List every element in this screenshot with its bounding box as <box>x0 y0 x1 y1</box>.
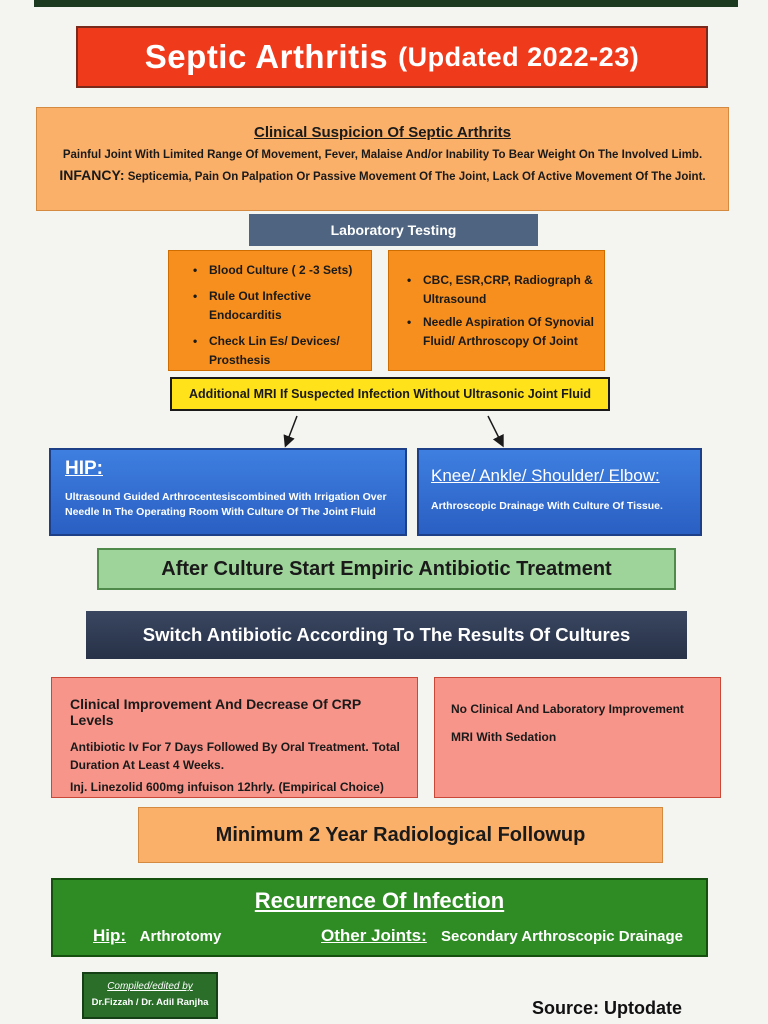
recurrence-heading: Recurrence Of Infection <box>254 888 505 913</box>
knee-text: Arthroscopic Drainage With Culture Of Ti… <box>431 500 663 512</box>
knee-heading: Knee/ Ankle/ Shoulder/ Elbow: <box>431 466 660 485</box>
lab-left-item: Blood Culture ( 2 -3 Sets) <box>193 261 365 280</box>
flow-arrows <box>283 415 504 448</box>
recurrence-other-text: Secondary Arthroscopic Drainage <box>440 928 683 945</box>
no-improvement-text: MRI With Sedation <box>451 730 557 744</box>
infancy-label: INFANCY: <box>59 167 125 183</box>
credit-badge: Compiled/edited by Dr.Fizzah / Dr. Adil … <box>82 972 218 1019</box>
empiric-treatment-box: After Culture Start Empiric Antibiotic T… <box>97 548 676 590</box>
recurrence-box: Recurrence Of Infection Hip: Arthrotomy … <box>51 878 708 957</box>
lab-right-item: Needle Aspiration Of Synovial Fluid/ Art… <box>407 313 598 351</box>
hip-box: HIP: Ultrasound Guided Arthrocentesiscom… <box>49 448 407 536</box>
infancy-line: INFANCY: Septicemia, Pain On Palpation O… <box>37 167 728 183</box>
credit-line1: Compiled/edited by <box>107 981 193 992</box>
title-main: Septic Arthritis <box>144 38 389 75</box>
clinical-suspicion-text: Painful Joint With Limited Range Of Move… <box>62 149 703 161</box>
lab-tests-left-box: Blood Culture ( 2 -3 Sets) Rule Out Infe… <box>168 250 372 371</box>
clinical-suspicion-box: Clinical Suspicion Of Septic Arthrits Pa… <box>36 107 729 211</box>
hip-text: Ultrasound Guided Arthrocentesiscombined… <box>65 491 387 518</box>
page-title: Septic Arthritis (Updated 2022-23) <box>76 26 708 88</box>
knee-ankle-shoulder-elbow-box: Knee/ Ankle/ Shoulder/ Elbow: Arthroscop… <box>417 448 702 536</box>
no-improvement-heading: No Clinical And Laboratory Improvement <box>451 702 684 716</box>
recurrence-hip: Hip: Arthrotomy <box>93 926 221 946</box>
hip-heading: HIP: <box>65 458 103 479</box>
lab-right-item: CBC, ESR,CRP, Radiograph & Ultrasound <box>407 271 598 309</box>
lab-tests-right-box: CBC, ESR,CRP, Radiograph & Ultrasound Ne… <box>388 250 605 371</box>
linezolid-text: Inj. Linezolid 600mg infuison 12hrly. (E… <box>70 780 384 794</box>
no-improvement-box: No Clinical And Laboratory Improvement M… <box>434 677 721 798</box>
top-border <box>34 0 738 7</box>
recurrence-other: Other Joints: Secondary Arthroscopic Dra… <box>321 926 683 946</box>
title-updated: (Updated 2022-23) <box>398 41 640 72</box>
improvement-heading: Clinical Improvement And Decrease Of CRP… <box>70 696 361 728</box>
recurrence-other-label: Other Joints: <box>321 926 427 945</box>
credit-line2: Dr.Fizzah / Dr. Adil Ranjha <box>91 997 209 1008</box>
lab-left-item: Rule Out Infective Endocarditis <box>193 287 365 325</box>
recurrence-hip-text: Arthrotomy <box>139 928 222 945</box>
infancy-text: Septicemia, Pain On Palpation Or Passive… <box>127 171 706 183</box>
arrow-to-hip <box>283 415 298 448</box>
followup-box: Minimum 2 Year Radiological Followup <box>138 807 663 863</box>
laboratory-testing-heading: Laboratory Testing <box>249 214 538 246</box>
lab-left-item: Check Lin Es/ Devices/ Prosthesis <box>193 332 365 370</box>
switch-antibiotic-box: Switch Antibiotic According To The Resul… <box>86 611 687 659</box>
clinical-improvement-box: Clinical Improvement And Decrease Of CRP… <box>51 677 418 798</box>
arrow-to-knee <box>487 415 504 448</box>
clinical-suspicion-heading: Clinical Suspicion Of Septic Arthrits <box>254 124 511 141</box>
source-text: Source: Uptodate <box>532 998 683 1018</box>
recurrence-hip-label: Hip: <box>93 926 127 945</box>
improvement-text: Antibiotic Iv For 7 Days Followed By Ora… <box>70 740 400 772</box>
mri-note: Additional MRI If Suspected Infection Wi… <box>170 377 610 411</box>
